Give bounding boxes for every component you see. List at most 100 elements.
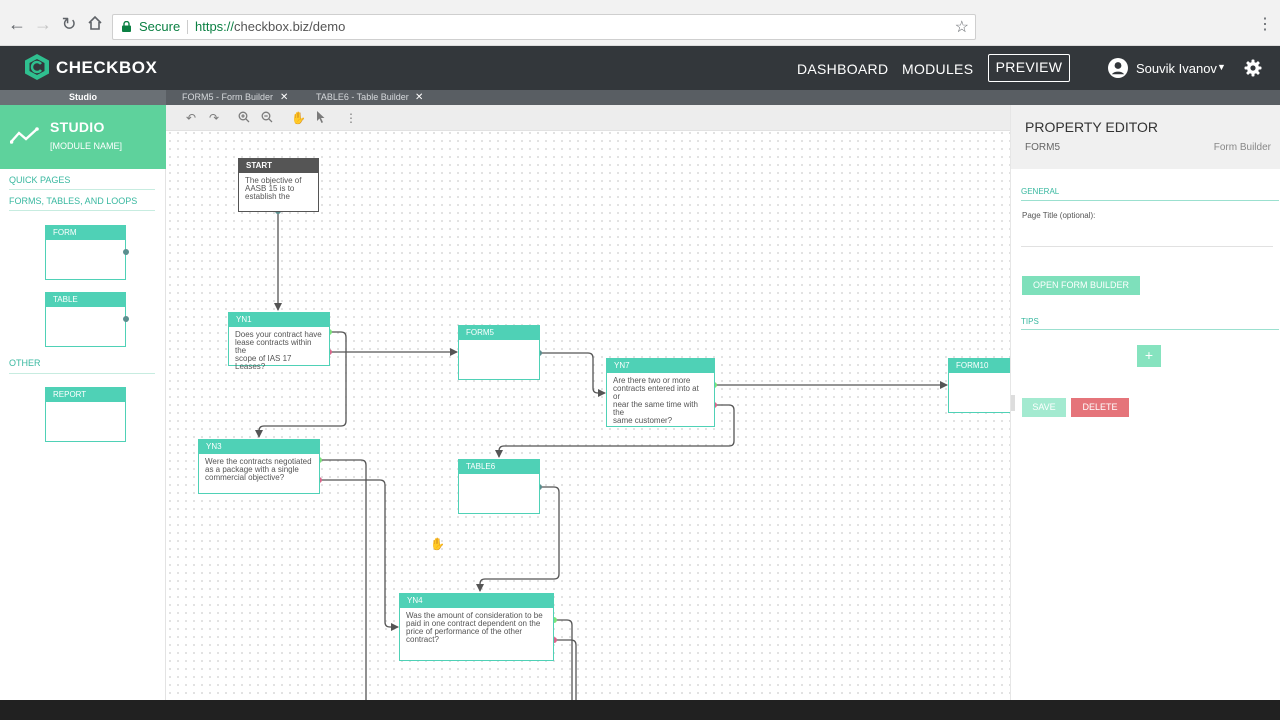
app-header: CHECKBOX DASHBOARD MODULES PREVIEW Souvi… — [0, 46, 1280, 90]
forms-tables-loops-heading[interactable]: FORMS, TABLES, AND LOOPS — [9, 196, 138, 206]
palette-form-label: FORM — [46, 226, 125, 240]
node-text-line: as a package with a single — [205, 465, 299, 474]
palette-table-label: TABLE — [46, 293, 125, 307]
select-pointer-icon[interactable] — [314, 111, 328, 125]
flow-node-form5[interactable]: FORM5 — [458, 325, 540, 380]
flow-node-start[interactable]: START The objective of AASB 15 is to est… — [238, 158, 319, 212]
url-text: https://checkbox.biz/demo — [195, 15, 345, 39]
node-title: YN4 — [400, 594, 553, 608]
node-title: FORM10 — [949, 359, 1010, 373]
module-name: [MODULE NAME] — [50, 141, 123, 151]
close-icon[interactable]: ✕ — [415, 92, 424, 103]
general-section-heading: GENERAL — [1021, 187, 1060, 196]
studio-sidebar: STUDIO [MODULE NAME] QUICK PAGES FORMS, … — [0, 105, 166, 700]
close-icon[interactable]: ✕ — [280, 92, 289, 103]
delete-button[interactable]: DELETE — [1071, 398, 1129, 417]
flow-node-yn1[interactable]: YN1 Does your contract have lease contra… — [228, 312, 330, 371]
palette-form[interactable]: FORM — [45, 225, 129, 280]
tab-label: FORM5 - Form Builder — [182, 92, 274, 102]
page-title-input[interactable] — [1021, 223, 1273, 247]
url-path: checkbox.biz/demo — [234, 19, 346, 34]
divider — [1021, 200, 1279, 201]
other-heading[interactable]: OTHER — [9, 358, 41, 368]
redo-icon[interactable]: ↷ — [208, 111, 220, 125]
add-tip-button[interactable]: + — [1137, 345, 1161, 367]
more-options-icon[interactable]: ⋮ — [345, 111, 357, 125]
quick-pages-heading[interactable]: QUICK PAGES — [9, 175, 71, 185]
studio-title: STUDIO — [50, 119, 105, 135]
user-name[interactable]: Souvik Ivanov — [1136, 61, 1217, 76]
reload-icon[interactable]: ↻ — [61, 14, 77, 34]
node-text: The objective of AASB 15 is to establish… — [239, 173, 318, 205]
connector-port — [123, 249, 129, 255]
divider — [9, 373, 155, 374]
user-avatar-icon[interactable] — [1108, 58, 1128, 78]
forward-arrow-icon[interactable]: → — [34, 14, 52, 34]
connector-yn4-no — [554, 639, 577, 700]
connector-table6-yn4 — [476, 486, 560, 592]
canvas-toolbar: ↶ ↷ ✋ ⋮ — [166, 105, 1010, 131]
node-text-line: same customer? — [613, 416, 673, 425]
save-button[interactable]: SAVE — [1022, 398, 1066, 417]
flow-node-table6[interactable]: TABLE6 — [458, 459, 540, 514]
flow-canvas[interactable]: ↶ ↷ ✋ ⋮ START The objective of AASB 15 i… — [166, 105, 1010, 700]
selected-item-type: Form Builder — [1213, 142, 1271, 153]
secure-label: Secure — [139, 19, 181, 34]
flow-node-yn7[interactable]: YN7 Are there two or more contracts ente… — [606, 358, 715, 427]
divider — [9, 210, 155, 211]
tab-table6[interactable]: TABLE6 - Table Builder ✕ — [316, 90, 428, 105]
connector-yn7-table6 — [495, 404, 735, 458]
node-text: Are there two or more contracts entered … — [607, 373, 714, 429]
node-text-line: Were the contracts negotiated — [205, 457, 312, 466]
pan-hand-icon[interactable]: ✋ — [291, 111, 306, 125]
connector-yn1-yn3 — [255, 331, 347, 438]
zoom-in-icon[interactable] — [237, 111, 251, 125]
node-text-line: AASB 15 is to — [245, 184, 295, 193]
divider — [9, 189, 155, 190]
node-text: Was the amount of consideration to be pa… — [400, 608, 553, 648]
node-text-line: contracts entered into at or — [613, 384, 699, 401]
nav-modules[interactable]: MODULES — [902, 61, 974, 77]
node-title: FORM5 — [459, 326, 539, 340]
tips-section-heading: TIPS — [1021, 317, 1039, 326]
preview-button[interactable]: PREVIEW — [988, 54, 1070, 82]
node-text: Does your contract have lease contracts … — [229, 327, 329, 375]
flow-node-yn4[interactable]: YN4 Was the amount of consideration to b… — [399, 593, 554, 661]
gear-icon[interactable] — [1244, 59, 1262, 77]
back-arrow-icon[interactable]: ← — [8, 14, 26, 34]
panel-resize-handle[interactable] — [1011, 395, 1015, 411]
tab-label: TABLE6 - Table Builder — [316, 92, 409, 102]
trend-line-icon — [10, 127, 39, 144]
divider — [1021, 329, 1279, 330]
lock-icon — [122, 21, 131, 32]
zoom-out-icon[interactable] — [260, 111, 274, 125]
tab-form5[interactable]: FORM5 - Form Builder ✕ — [182, 90, 292, 105]
node-text-line: commercial objective? — [205, 473, 285, 482]
url-separator — [187, 20, 188, 34]
hand-cursor-icon: ✋ — [430, 537, 445, 551]
open-form-builder-button[interactable]: OPEN FORM BUILDER — [1022, 276, 1140, 295]
flow-node-yn3[interactable]: YN3 Were the contracts negotiated as a p… — [198, 439, 320, 494]
node-title: TABLE6 — [459, 460, 539, 474]
connector-port — [123, 316, 129, 322]
chevron-down-icon[interactable]: ▼ — [1217, 62, 1226, 72]
node-title: YN3 — [199, 440, 319, 454]
undo-icon[interactable]: ↶ — [185, 111, 197, 125]
bookmark-star-icon[interactable]: ☆ — [954, 19, 969, 36]
palette-report[interactable]: REPORT — [45, 387, 126, 442]
browser-menu-icon[interactable]: ⋮ — [1257, 16, 1273, 33]
home-icon[interactable] — [86, 15, 104, 33]
nav-dashboard[interactable]: DASHBOARD — [797, 61, 889, 77]
address-bar[interactable]: Secure https://checkbox.biz/demo ☆ — [112, 14, 976, 40]
browser-toolbar: ← → ↻ Secure https://checkbox.biz/demo ☆… — [0, 0, 1280, 46]
node-text-line: near the same time with the — [613, 400, 698, 417]
tab-studio[interactable]: Studio — [0, 90, 166, 105]
palette-table[interactable]: TABLE — [45, 292, 129, 347]
connector-yn4-yes — [554, 619, 573, 700]
node-text: Were the contracts negotiated as a packa… — [199, 454, 319, 486]
node-title: YN1 — [229, 313, 329, 327]
flow-node-form10[interactable]: FORM10 — [948, 358, 1010, 413]
connector-layer — [255, 208, 948, 700]
node-text-line: price of performance of the other — [406, 627, 523, 636]
node-text-line: Are there two or more — [613, 376, 691, 385]
